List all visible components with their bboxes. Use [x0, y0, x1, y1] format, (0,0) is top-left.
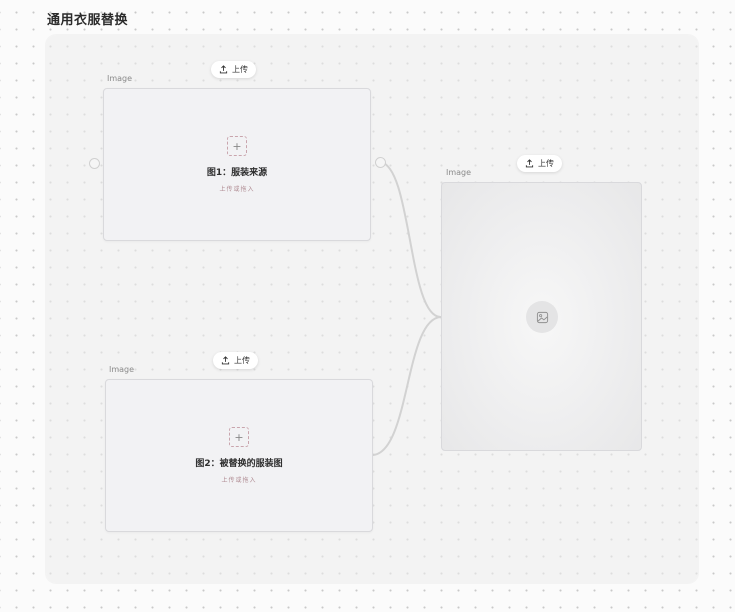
node1-upload-label: 上传 [232, 65, 248, 74]
node1-title: 图1：服装来源 [206, 168, 268, 178]
upload-icon [221, 356, 230, 365]
node3-upload-button[interactable]: 上传 [517, 155, 562, 172]
node2-title: 图2：被替换的服装图 [195, 459, 283, 469]
edge-node1-to-output [379, 161, 442, 319]
node1-hint: 上传或拖入 [219, 186, 255, 193]
node3-type-label: Image [446, 168, 472, 177]
page-title: 通用衣服替换 [47, 13, 129, 28]
node2-hint: 上传或拖入 [221, 477, 257, 484]
plus-icon[interactable]: + [227, 136, 247, 156]
node1-input-handle[interactable] [89, 158, 100, 169]
node2-type-label: Image [109, 365, 135, 374]
node3-upload-label: 上传 [538, 159, 554, 168]
node3-image-preview[interactable] [441, 182, 642, 451]
node1-type-label: Image [107, 74, 133, 83]
node2-upload-button[interactable]: 上传 [213, 352, 258, 369]
edge-node2-to-output [372, 316, 442, 456]
node2-upload-label: 上传 [234, 356, 250, 365]
node1-upload-button[interactable]: 上传 [211, 61, 256, 78]
node1-output-handle[interactable] [375, 157, 386, 168]
node2-upload-card[interactable]: + 图2：被替换的服装图 上传或拖入 [105, 379, 373, 532]
node1-upload-card[interactable]: + 图1：服装来源 上传或拖入 [103, 88, 371, 241]
image-placeholder-icon [526, 301, 558, 333]
upload-icon [219, 65, 228, 74]
upload-icon [525, 159, 534, 168]
plus-icon[interactable]: + [229, 427, 249, 447]
